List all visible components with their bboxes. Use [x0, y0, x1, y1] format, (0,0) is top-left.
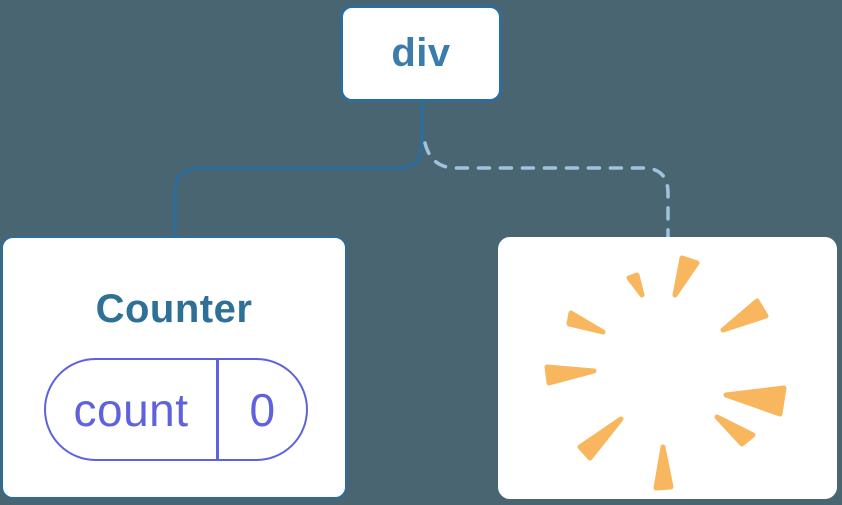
- poof-explosion-icon: [544, 255, 787, 491]
- poof-spike: [653, 444, 674, 491]
- state-pill-divider: [216, 360, 219, 459]
- removed-component-node: [498, 237, 837, 499]
- dashed-connector: [423, 141, 670, 241]
- state-value: 0: [249, 383, 276, 436]
- poof-spike: [672, 255, 700, 298]
- poof-spike: [626, 272, 645, 298]
- poof-spike: [577, 416, 624, 461]
- solid-connector: [173, 101, 424, 238]
- state-key-label: count: [73, 383, 189, 436]
- counter-component-title: Counter: [95, 287, 253, 331]
- poof-spike: [720, 298, 769, 333]
- poof-spike: [714, 414, 756, 447]
- poof-spike: [544, 364, 597, 386]
- counter-component-node: Counter count 0: [1, 236, 347, 499]
- dom-node-div: div: [340, 5, 502, 102]
- poof-spike: [566, 310, 606, 335]
- state-pill: count 0: [44, 358, 308, 461]
- dom-node-label: div: [391, 31, 451, 75]
- poof-spike: [723, 385, 787, 417]
